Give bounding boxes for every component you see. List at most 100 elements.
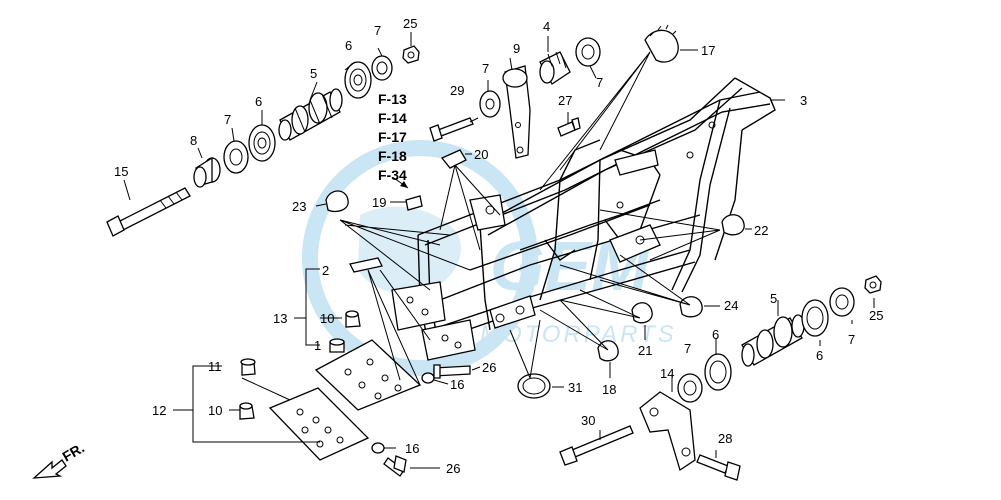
washer-16-upper bbox=[421, 372, 435, 384]
right-shaft-assembly bbox=[517, 214, 882, 481]
callout-25-upper: 25 bbox=[403, 16, 417, 31]
clamp-18 bbox=[597, 340, 619, 362]
callout-8: 8 bbox=[190, 133, 197, 148]
cap-11 bbox=[240, 358, 256, 376]
pad-2 bbox=[349, 257, 383, 273]
callout-6-left: 6 bbox=[255, 94, 262, 109]
callout-10-lower: 10 bbox=[208, 403, 222, 418]
callout-19: 19 bbox=[372, 195, 386, 210]
skid-plate-upper bbox=[314, 339, 422, 411]
left-shaft-assembly bbox=[106, 45, 420, 237]
callout-13: 13 bbox=[273, 311, 287, 326]
bolt-30 bbox=[559, 425, 634, 466]
collar-8 bbox=[193, 156, 221, 188]
bearing-6-right-b bbox=[704, 353, 732, 391]
reference-codes: F-13 F-14 F-17 F-18 F-34 bbox=[378, 91, 407, 183]
callout-26-lower: 26 bbox=[446, 461, 460, 476]
callout-10-upper: 10 bbox=[320, 311, 334, 326]
callout-4: 4 bbox=[543, 19, 550, 34]
clip-20 bbox=[440, 149, 467, 169]
callout-26-upper: 26 bbox=[482, 360, 496, 375]
bracket-14 bbox=[639, 391, 696, 472]
callout-28: 28 bbox=[718, 431, 732, 446]
callout-30: 30 bbox=[581, 413, 595, 428]
cap-10-lower bbox=[239, 402, 255, 420]
clip-23 bbox=[325, 190, 349, 213]
seal-7-right-b bbox=[677, 373, 703, 403]
bushing-7-center bbox=[479, 90, 501, 118]
callout-21: 21 bbox=[638, 343, 652, 358]
shaft-5-right bbox=[741, 314, 805, 367]
callout-2: 2 bbox=[322, 263, 329, 278]
clamp-17 bbox=[644, 24, 679, 63]
callout-25-right: 25 bbox=[869, 308, 883, 323]
callout-24: 24 bbox=[724, 298, 738, 313]
shaft-5-left bbox=[278, 88, 343, 141]
callout-12: 12 bbox=[152, 403, 166, 418]
main-frame bbox=[391, 77, 776, 361]
callout-22: 22 bbox=[754, 223, 768, 238]
callout-16-lower: 16 bbox=[405, 441, 419, 456]
ref-code-f18: F-18 bbox=[378, 148, 407, 164]
ref-code-f17: F-17 bbox=[378, 129, 407, 145]
leader-lines bbox=[123, 32, 875, 469]
callout-numbers: 25 7 6 5 6 7 8 15 4 9 7 7 17 29 27 20 19… bbox=[114, 16, 883, 476]
gear-4 bbox=[539, 51, 571, 85]
grommet-1 bbox=[329, 338, 345, 353]
front-label: FR. bbox=[60, 439, 88, 464]
washer-16-lower bbox=[371, 442, 385, 454]
ref-code-f14: F-14 bbox=[378, 110, 407, 126]
bearing-7-left bbox=[223, 140, 249, 174]
callout-18: 18 bbox=[602, 382, 616, 397]
callout-9: 9 bbox=[513, 41, 520, 56]
callout-7-left: 7 bbox=[224, 112, 231, 127]
bolt-26-lower bbox=[383, 455, 407, 477]
nut-25-right bbox=[864, 275, 882, 294]
seal-7-upper bbox=[371, 55, 393, 81]
clip-19 bbox=[405, 195, 423, 211]
callout-16-upper: 16 bbox=[450, 377, 464, 392]
callout-6-lower-right: 6 bbox=[712, 327, 719, 342]
callout-3: 3 bbox=[800, 93, 807, 108]
front-arrow-icon bbox=[32, 459, 67, 479]
callout-5-left: 5 bbox=[310, 66, 317, 81]
callout-7-upper-right: 7 bbox=[596, 75, 603, 90]
callout-7-right: 7 bbox=[848, 332, 855, 347]
callout-11: 11 bbox=[208, 359, 222, 374]
callout-27: 27 bbox=[558, 93, 572, 108]
skid-plate-lower bbox=[268, 387, 370, 461]
callout-20: 20 bbox=[474, 147, 488, 162]
bearing-6-left bbox=[248, 124, 276, 162]
callout-14: 14 bbox=[660, 366, 674, 381]
callout-7-top: 7 bbox=[374, 23, 381, 38]
cap-10-upper bbox=[345, 310, 361, 328]
bolt-29 bbox=[429, 117, 474, 142]
ref-code-f34: F-34 bbox=[378, 167, 407, 183]
front-direction-indicator: FR. bbox=[32, 439, 88, 479]
callout-7-center: 7 bbox=[482, 61, 489, 76]
callout-5-right: 5 bbox=[770, 291, 777, 306]
arm-9 bbox=[502, 65, 531, 159]
callout-6-right: 6 bbox=[816, 348, 823, 363]
seal-7-upper-right bbox=[575, 37, 601, 67]
bearing-6-right-a bbox=[801, 299, 829, 337]
bolt-15 bbox=[106, 187, 191, 237]
callout-17: 17 bbox=[701, 43, 715, 58]
lower-left-parts bbox=[239, 257, 471, 477]
callout-15: 15 bbox=[114, 164, 128, 179]
callout-31: 31 bbox=[568, 380, 582, 395]
callout-23: 23 bbox=[292, 199, 306, 214]
bolt-28 bbox=[696, 454, 741, 481]
bolt-27 bbox=[557, 117, 581, 137]
seal-7-right-a bbox=[829, 287, 855, 317]
bolt-26-upper bbox=[433, 364, 471, 379]
callout-29: 29 bbox=[450, 83, 464, 98]
callout-6-top: 6 bbox=[345, 38, 352, 53]
clamp-21 bbox=[631, 302, 653, 324]
callout-7-lower-right: 7 bbox=[684, 341, 691, 356]
upper-center-parts bbox=[325, 24, 679, 213]
clamp-22 bbox=[721, 214, 745, 236]
band-31 bbox=[517, 373, 551, 399]
bearing-6-upper bbox=[344, 61, 372, 99]
